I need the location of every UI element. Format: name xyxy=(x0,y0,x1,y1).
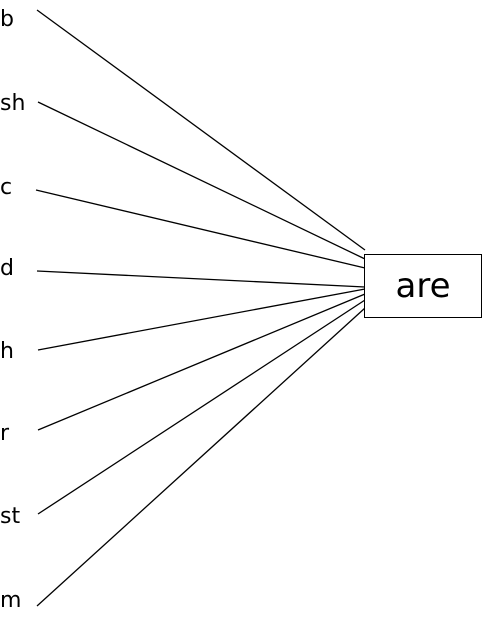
connector-line-c xyxy=(35,189,366,269)
connector-line-d xyxy=(36,270,366,288)
rime-text: are xyxy=(395,266,451,306)
onset-sh: sh xyxy=(0,91,26,116)
onset-m: m xyxy=(0,588,22,613)
onset-b: b xyxy=(0,7,14,32)
connector-line-m xyxy=(36,307,366,607)
connector-line-sh xyxy=(37,101,366,260)
connector-line-h xyxy=(37,288,366,351)
connector-line-st xyxy=(37,299,366,515)
connector-line-b xyxy=(36,9,366,251)
onset-st: st xyxy=(0,504,21,529)
rime-box: are xyxy=(364,254,482,318)
onset-c: c xyxy=(0,175,13,200)
onset-d: d xyxy=(0,256,14,281)
onset-h: h xyxy=(0,339,14,364)
onset-r: r xyxy=(0,421,10,446)
connector-line-r xyxy=(37,293,366,431)
